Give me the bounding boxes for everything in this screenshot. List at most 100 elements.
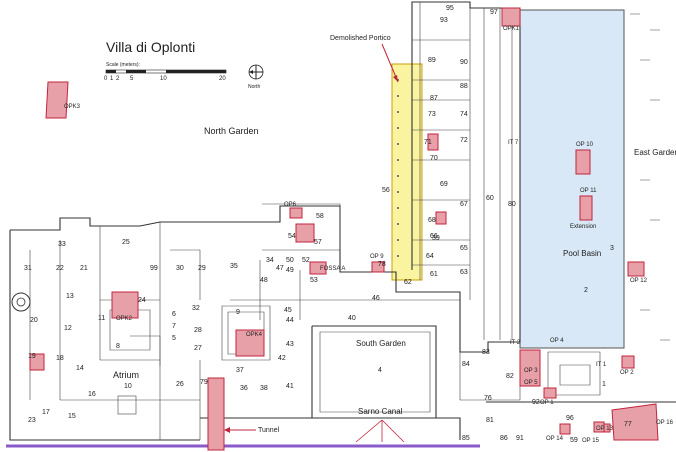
map-title: Villa di Oplonti [106, 39, 195, 55]
room-number: 81 [486, 417, 494, 424]
room-number: 68 [428, 217, 436, 224]
room-number: 24 [138, 297, 146, 304]
room-number: 90 [460, 59, 468, 66]
room-number: 84 [462, 361, 470, 368]
op-label: IT 1 [596, 362, 607, 368]
scale-tick: 20 [219, 76, 226, 82]
room-number: 52 [302, 257, 310, 264]
op-label: OPK3 [64, 104, 81, 110]
op-label: OP 9 [370, 254, 384, 260]
room-number: 92 [532, 399, 540, 406]
room-number: 65 [460, 245, 468, 252]
atrium-label: Atrium [113, 370, 139, 380]
room-number: 61 [430, 271, 438, 278]
room-number: 28 [194, 327, 202, 334]
room-number: 53 [310, 277, 318, 284]
room-number: 59 [570, 437, 578, 444]
north-garden-label: North Garden [204, 126, 259, 136]
op-label: IT 7 [508, 140, 519, 146]
room-number: 14 [76, 365, 84, 372]
pool-basin-label: Pool Basin [563, 249, 601, 258]
north-arrow-icon [248, 64, 264, 80]
portico-arrow [381, 43, 399, 83]
portico-label: Demolished Portico [330, 35, 391, 42]
room-number: 17 [42, 409, 50, 416]
scale-tick: 10 [160, 76, 167, 82]
op-label: OP 5 [524, 380, 538, 386]
room-number: 88 [460, 83, 468, 90]
room-number: 31 [24, 265, 32, 272]
scale-ticks: 0 1 2 5 10 20 [104, 76, 226, 82]
room-number: 19 [28, 353, 36, 360]
scale-tick: 1 [110, 76, 114, 82]
scale-label: Scale (meters): [106, 62, 140, 68]
room-number: 83 [482, 349, 490, 356]
room-number: 89 [428, 57, 436, 64]
room-number: 73 [428, 111, 436, 118]
room-number: 27 [194, 345, 202, 352]
room-number: 85 [462, 435, 470, 442]
room-number: 46 [372, 295, 380, 302]
scale-tick: 5 [130, 76, 134, 82]
room-number: 91 [516, 435, 524, 442]
room-number: 44 [286, 317, 294, 324]
room-number: 42 [278, 355, 286, 362]
room-number: 45 [284, 307, 292, 314]
room-number: 37 [236, 367, 244, 374]
north-label: North [248, 84, 260, 90]
room-number: 49 [286, 267, 294, 274]
room-number: 1 [602, 381, 606, 388]
room-number: 5 [172, 335, 176, 342]
op-label: OP 14 [546, 436, 564, 442]
op-label: OP 16 [656, 420, 674, 426]
room-number: 18 [56, 355, 64, 362]
room-number: 78 [378, 261, 386, 268]
room-number: 21 [80, 265, 88, 272]
room-number: 43 [286, 341, 294, 348]
room-number: 77 [624, 421, 632, 428]
room-number: 58 [316, 213, 324, 220]
room-number: 22 [56, 265, 64, 272]
find-areas [29, 7, 659, 451]
room-number: 64 [426, 253, 434, 260]
room-number: 71 [424, 139, 432, 146]
room-number: 4 [378, 367, 382, 374]
room-number: 30 [176, 265, 184, 272]
room-number: 34 [266, 257, 274, 264]
canal-arrows [355, 419, 405, 443]
room-number: 35 [230, 263, 238, 270]
room-numbers: 93 95 97 89 90 88 87 74 73 71 72 70 69 6… [24, 5, 632, 444]
room-number: 87 [430, 95, 438, 102]
room-number: 70 [430, 155, 438, 162]
room-number: 76 [484, 395, 492, 402]
op-label: OP 11 [580, 188, 597, 194]
room-number: 62 [404, 279, 412, 286]
portico-columns [397, 79, 399, 257]
room-number: 3 [610, 245, 614, 252]
op-label: OP 1 [540, 400, 554, 406]
room-number: 56 [382, 187, 390, 194]
scale-tick: 0 [104, 76, 108, 82]
room-number: 97 [490, 9, 498, 16]
room-number: 66 [430, 233, 438, 240]
room-number: 10 [124, 383, 132, 390]
room-number: 96 [566, 415, 574, 422]
scale-tick: 2 [116, 76, 120, 82]
room-number: 7 [172, 323, 176, 330]
room-number: 40 [348, 315, 356, 322]
op-label: OP6 [284, 202, 297, 208]
op-label: OP 12 [630, 278, 648, 284]
room-number: 15 [68, 413, 76, 420]
room-number: 50 [286, 257, 294, 264]
room-number: 13 [66, 293, 74, 300]
op-label: OPK2 [116, 316, 133, 322]
op-label: OP 10 [576, 142, 594, 148]
room-number: 93 [440, 17, 448, 24]
op-label: OP 2 [620, 370, 634, 376]
room-number: 86 [500, 435, 508, 442]
room-number: 39 [432, 235, 440, 242]
room-number: 95 [446, 5, 454, 12]
room-number: 72 [460, 137, 468, 144]
room-number: 67 [460, 201, 468, 208]
